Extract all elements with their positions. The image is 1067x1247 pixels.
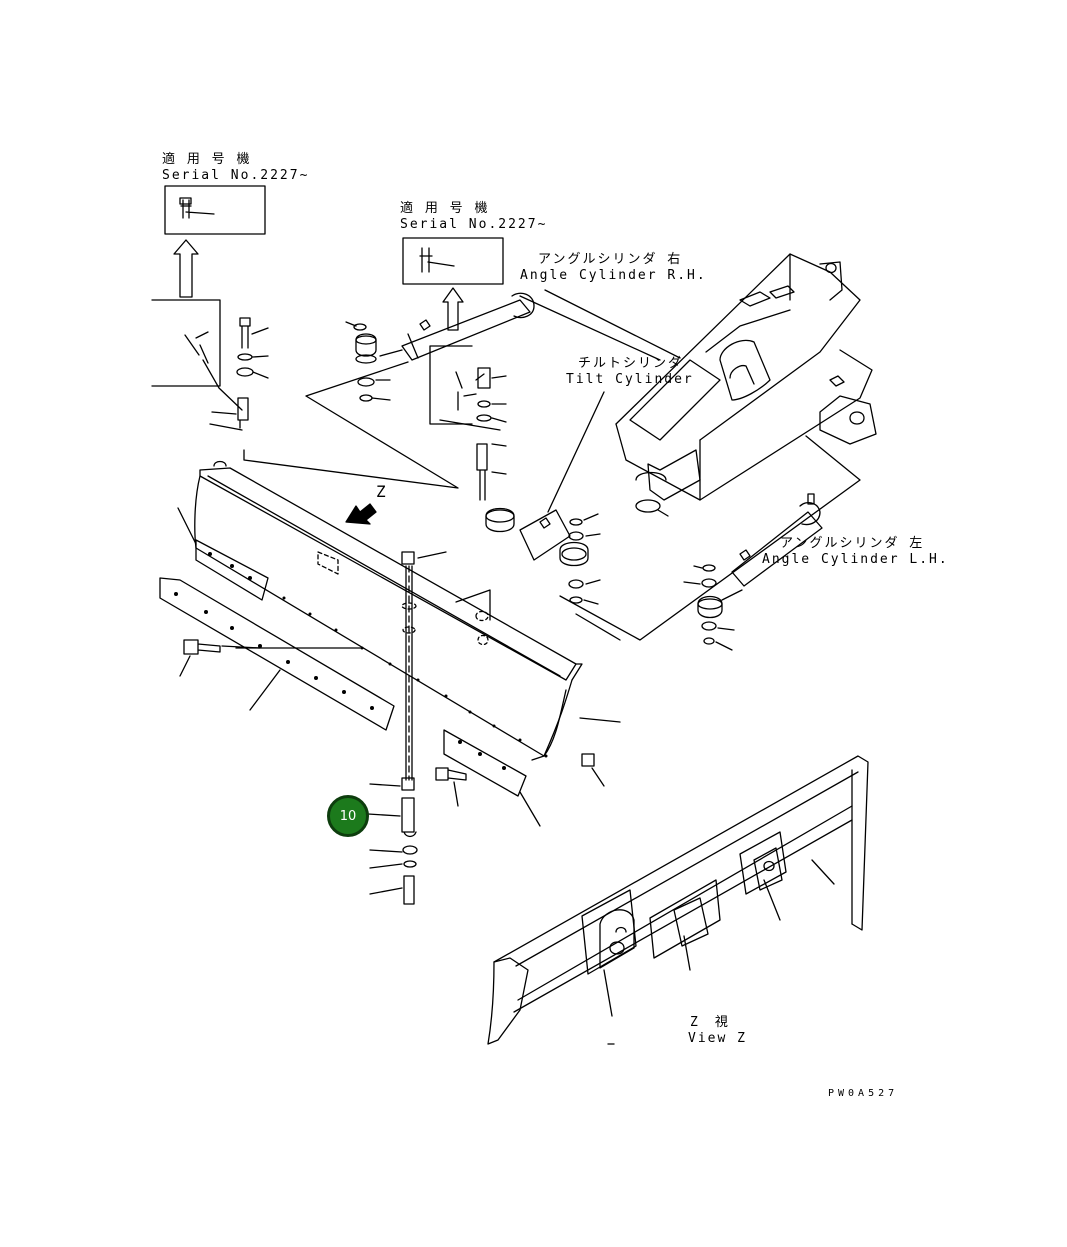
tilt-cylinder-en-label: Tilt Cylinder <box>566 372 694 387</box>
serial-a-jp-label: 適 用 号 機 <box>162 152 252 167</box>
view-z-en-label: View Z <box>688 1031 747 1046</box>
elbow-fitting-box-middle <box>429 345 507 501</box>
callout-10-button[interactable]: 10 <box>327 795 369 837</box>
serial-b-jp-label: 適 用 号 機 <box>400 201 490 216</box>
figure-code-label: PW0A527 <box>828 1088 899 1099</box>
pin-stack-center <box>369 551 447 905</box>
elbow-fitting-box-left <box>151 299 249 429</box>
end-bit-bolt-right <box>435 753 605 827</box>
linkage-outline <box>243 289 681 489</box>
angle-cylinder-rh-jp-label: アングルシリンダ 右 <box>538 252 683 267</box>
serial-a-en-label: Serial No.2227~ <box>162 168 310 183</box>
callout-number: 10 <box>339 808 357 824</box>
detail-box-grease-fitting-a <box>164 185 266 235</box>
serial-b-en-label: Serial No.2227~ <box>400 217 548 232</box>
tilt-cylinder-jp-label: チルトシリンダ <box>578 356 684 371</box>
arrow-up-b <box>442 287 464 331</box>
callout-leader <box>367 813 401 817</box>
angle-cylinder-lh-jp-label: アングルシリンダ 左 <box>780 536 925 551</box>
view-z-blade <box>487 755 869 1045</box>
tilt-cylinder <box>485 391 605 605</box>
frame-assembly <box>559 253 877 641</box>
angle-cylinder-rh <box>345 292 535 402</box>
view-z-jp-label: Z 視 <box>690 1015 730 1030</box>
detail-box-grease-fitting-b <box>402 237 504 285</box>
z-marker-label: Z <box>376 482 388 501</box>
angle-cylinder-rh-en-label: Angle Cylinder R.H. <box>520 268 707 283</box>
angle-cylinder-lh-en-label: Angle Cylinder L.H. <box>762 552 949 567</box>
dozer-blade <box>159 460 621 797</box>
leader-lines-blade <box>177 423 243 545</box>
view-z-arrow <box>345 503 377 525</box>
cutting-edge-bolt-left <box>179 639 361 711</box>
angle-cylinder-lh <box>683 493 823 651</box>
bolt-washer-stack-left <box>236 317 269 379</box>
arrow-up-a <box>173 239 199 298</box>
